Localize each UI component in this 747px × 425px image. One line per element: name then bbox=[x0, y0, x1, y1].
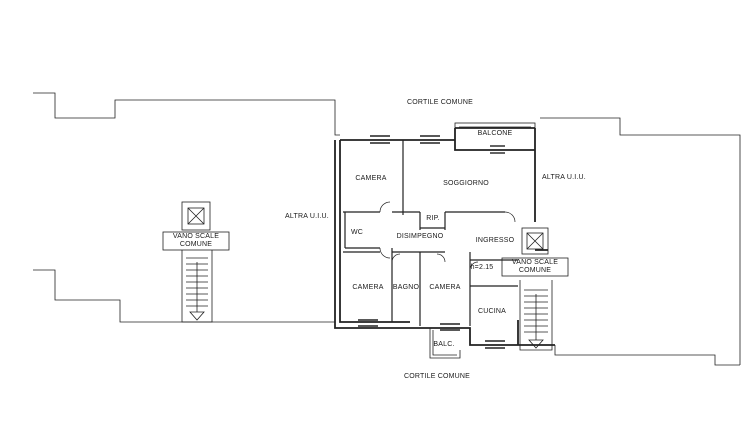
bagno-label: BAGNO bbox=[392, 284, 420, 291]
vano-scale-right-line1: VANO SCALE bbox=[511, 259, 559, 266]
cortile-bottom-label: CORTILE COMUNE bbox=[403, 373, 471, 380]
right-lift bbox=[521, 227, 549, 255]
left-vano-box bbox=[162, 231, 230, 251]
left-stairs bbox=[181, 250, 213, 323]
interior-walls bbox=[343, 140, 518, 326]
vano-scale-right-label: VANO SCALE COMUNE bbox=[512, 259, 558, 275]
ingresso-label: INGRESSO bbox=[475, 237, 515, 244]
balc-label: BALC. bbox=[433, 341, 455, 348]
altra-uiu-right-label: ALTRA U.I.U. bbox=[542, 174, 586, 181]
balcone-outline bbox=[454, 122, 536, 151]
soggiorno-label: SOGGIORNO bbox=[443, 180, 489, 187]
cucina-label: CUCINA bbox=[477, 308, 507, 315]
camera-bottom-middle-label: CAMERA bbox=[429, 284, 461, 291]
altra-uiu-left-label: ALTRA U.I.U. bbox=[285, 213, 329, 220]
vano-scale-left-line1: VANO SCALE bbox=[172, 233, 220, 240]
wc-label: WC bbox=[350, 229, 364, 236]
cortile-top-label: CORTILE COMUNE bbox=[406, 99, 474, 106]
building-outline bbox=[33, 92, 741, 366]
door-swings bbox=[379, 201, 516, 271]
rip-label: RIP. bbox=[426, 215, 440, 222]
right-vano-box bbox=[501, 257, 569, 277]
vano-scale-right-line2: COMUNE bbox=[518, 267, 552, 274]
balc-outline bbox=[429, 328, 461, 359]
vano-scale-left-label: VANO SCALE COMUNE bbox=[173, 233, 219, 249]
windows bbox=[358, 135, 505, 349]
right-stairs bbox=[519, 280, 553, 351]
disimpegno-label: DISIMPEGNO bbox=[396, 233, 444, 240]
camera-bottom-left-label: CAMERA bbox=[352, 284, 384, 291]
height-label: h=2.15 bbox=[470, 264, 494, 271]
balcone-label: BALCONE bbox=[477, 130, 513, 137]
left-lift bbox=[181, 201, 211, 231]
vano-scale-left-line2: COMUNE bbox=[179, 241, 213, 248]
camera-top-label: CAMERA bbox=[355, 175, 387, 182]
